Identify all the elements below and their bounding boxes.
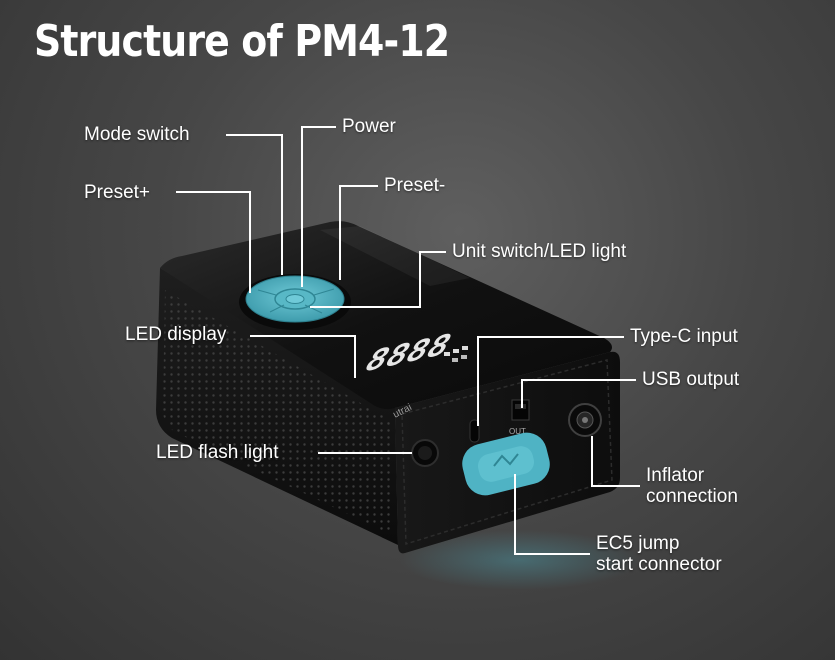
leader-preset-plus [176, 191, 251, 293]
label-inflator: Inflator connection [646, 465, 738, 507]
page-title: Structure of PM4-12 [34, 16, 450, 67]
led-flash-lens [411, 439, 439, 467]
label-inflator-line2: connection [646, 486, 738, 507]
label-inflator-line1: Inflator [646, 465, 705, 486]
ec5-connector [462, 432, 550, 496]
label-unit-switch: Unit switch/LED light [452, 241, 627, 262]
speaker-grille [163, 290, 392, 535]
label-mode-switch: Mode switch [84, 124, 190, 145]
leader-led-display [250, 335, 356, 378]
label-ec5: EC5 jump start connector [596, 533, 722, 575]
label-preset-plus: Preset+ [84, 182, 151, 203]
inflator-port [568, 403, 602, 437]
leader-ec5 [514, 474, 590, 555]
leader-preset-minus [339, 185, 378, 280]
leader-usb [521, 379, 636, 408]
led-display-indicators [444, 346, 468, 362]
leader-unit-switch [310, 251, 446, 308]
top-reflection [320, 226, 470, 286]
label-usb-output: USB output [642, 369, 740, 390]
label-type-c: Type-C input [630, 326, 738, 347]
control-button-cluster[interactable] [239, 274, 351, 330]
label-led-flash: LED flash light [156, 442, 279, 463]
device-top-face [160, 221, 612, 410]
front-stitch [401, 359, 613, 546]
label-led-display: LED display [125, 324, 227, 345]
label-preset-minus: Preset- [384, 175, 446, 196]
leader-inflator [591, 436, 640, 487]
label-power: Power [342, 116, 396, 137]
label-ec5-line1: EC5 jump [596, 533, 680, 554]
floor-glow [400, 530, 640, 590]
usb-port: OUT [509, 399, 530, 436]
port-out-label: OUT [509, 427, 526, 436]
leader-type-c [477, 336, 624, 426]
leader-mode-switch [226, 134, 283, 275]
leader-power [301, 126, 336, 287]
label-ec5-line2: start connector [596, 554, 722, 575]
